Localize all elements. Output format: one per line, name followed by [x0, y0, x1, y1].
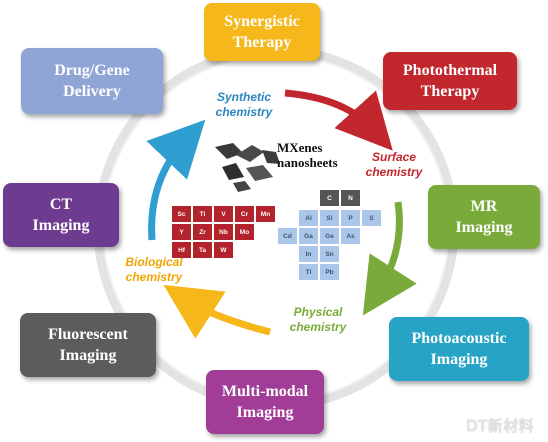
center-title: MXenes nanosheets [277, 140, 367, 170]
box-mr-line2: Imaging [455, 219, 513, 236]
element-cell-sn: Sn [320, 246, 339, 262]
label-physical-line1: Physical [293, 305, 343, 319]
element-cell-in: In [299, 246, 318, 262]
element-cell-cr: Cr [235, 206, 254, 222]
element-cell-ge: Ge [320, 228, 339, 244]
box-multimodal-line2: Imaging [236, 404, 294, 421]
label-synthetic-chemistry: Synthetic chemistry [204, 90, 284, 120]
box-mr-line1: MR [470, 198, 498, 215]
element-cell-y: Y [172, 224, 191, 240]
label-surface-line1: Surface [371, 150, 417, 164]
element-cell-p: P [341, 210, 360, 226]
center-title-line2: nanosheets [277, 155, 338, 170]
element-cell-cd: Cd [278, 228, 297, 244]
label-biological-line2: chemistry [125, 270, 183, 284]
box-ct-line1: CT [49, 196, 73, 213]
element-cell-tl: Tl [299, 264, 318, 280]
label-surface-chemistry: Surface chemistry [354, 150, 434, 180]
label-physical-line2: chemistry [289, 320, 347, 334]
label-biological-line1: Biological [125, 255, 183, 269]
element-cell-ti: Ti [193, 206, 212, 222]
center-title-line1: MXenes [277, 140, 323, 155]
arrow-surface-to-physical [362, 201, 417, 316]
label-surface-line2: chemistry [365, 165, 423, 179]
arrow-biological-to-synthetic [146, 119, 206, 241]
element-cell-ga: Ga [299, 228, 318, 244]
label-synthetic-line2: chemistry [215, 105, 273, 119]
box-synergistic-line2: Therapy [232, 34, 292, 51]
watermark: DT新材料 [466, 417, 535, 435]
element-cell-sc: Sc [172, 206, 191, 222]
label-biological-chemistry: Biological chemistry [112, 255, 196, 285]
element-cell-si: Si [320, 210, 339, 226]
box-synergistic-line1: Synergistic [224, 13, 300, 30]
box-multimodal-line1: Multi-modal [221, 383, 309, 400]
element-cell-s: S [362, 210, 381, 226]
element-cell-nb: Nb [214, 224, 233, 240]
box-photothermal-line2: Therapy [420, 83, 480, 100]
arrow-synthetic-to-surface [284, 89, 393, 151]
element-cell-w: W [214, 242, 233, 258]
arrow-physical-to-biological [163, 284, 271, 339]
element-cell-pb: Pb [320, 264, 339, 280]
box-fluorescent-line2: Imaging [59, 347, 117, 364]
label-synthetic-line1: Synthetic [216, 90, 271, 104]
element-cell-mo: Mo [235, 224, 254, 240]
element-cell-n: N [341, 190, 360, 206]
box-drug-line1: Drug/Gene [54, 62, 130, 79]
box-photoacoustic-line1: Photoacoustic [411, 330, 507, 347]
element-cell-al: Al [299, 210, 318, 226]
element-cell-mn: Mn [256, 206, 275, 222]
box-ct-line2: Imaging [32, 217, 90, 234]
box-fluorescent-line1: Fluorescent [48, 326, 128, 343]
element-cell-v: V [214, 206, 233, 222]
box-mr-imaging: MR Imaging [428, 185, 540, 249]
mxene-flakes-icon [215, 143, 280, 192]
box-photoacoustic-line2: Imaging [430, 351, 488, 368]
element-cell-zr: Zr [193, 224, 212, 240]
element-cell-ta: Ta [193, 242, 212, 258]
element-cell-c: C [320, 190, 339, 206]
element-cell-as: As [341, 228, 360, 244]
element-cell-hf: Hf [172, 242, 191, 258]
box-photothermal-line1: Photothermal [402, 62, 498, 79]
box-ct-imaging: CT Imaging [3, 183, 119, 247]
label-physical-chemistry: Physical chemistry [278, 305, 358, 335]
box-drug-line2: Delivery [63, 83, 121, 100]
